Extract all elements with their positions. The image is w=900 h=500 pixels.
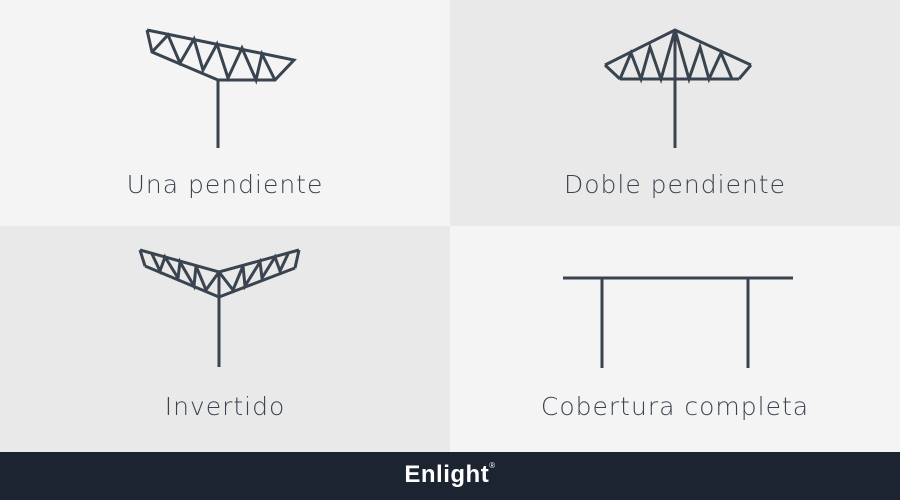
roof-types-grid: Una pendiente Doble pendiente (0, 0, 900, 452)
panel-single-slope: Una pendiente (0, 0, 450, 226)
full-cover-icon (563, 276, 793, 368)
brand-name: Enlight (404, 461, 490, 488)
footer-bar: Enlight® (0, 452, 900, 500)
registered-mark: ® (489, 461, 496, 470)
panel-label: Una pendiente (126, 170, 324, 199)
panel-double-slope: Doble pendiente (450, 0, 900, 226)
panel-label: Cobertura completa (540, 392, 810, 421)
panel-label: Invertido (164, 392, 286, 421)
panel-inverted: Invertido (0, 226, 450, 452)
brand-logo: Enlight® (0, 461, 900, 489)
panel-full-cover: Cobertura completa (450, 226, 900, 452)
inverted-truss-icon (138, 248, 301, 367)
gable-truss-icon (603, 28, 753, 148)
single-slope-truss-icon (145, 28, 297, 148)
panel-label: Doble pendiente (563, 170, 786, 199)
